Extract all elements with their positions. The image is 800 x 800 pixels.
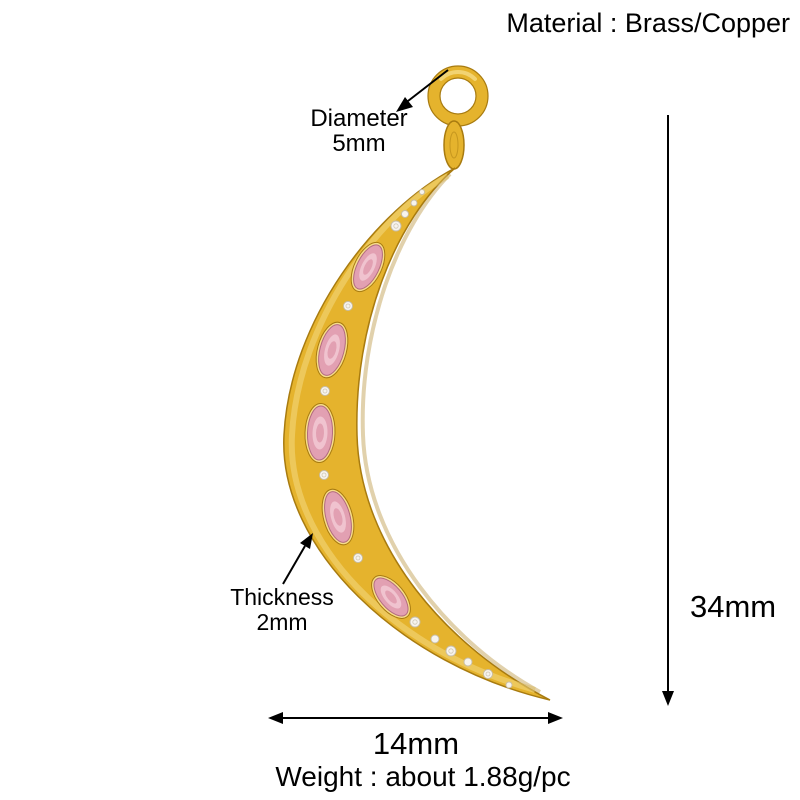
crystal-accents: [319, 189, 513, 689]
pink-gem: [321, 488, 355, 546]
thickness-label: Thickness: [230, 584, 334, 610]
diameter-annotation: Diameter 5mm: [298, 105, 420, 158]
width-value: 14mm: [372, 726, 460, 761]
pink-gem: [304, 403, 336, 463]
width-dimension-arrow: [268, 712, 563, 724]
weight-label: Weight : about 1.88g/pc: [275, 761, 571, 792]
pink-gem: [371, 575, 411, 619]
height-dimension-arrow: [662, 115, 674, 706]
diameter-pointer-arrow: [396, 69, 449, 112]
pink-gemstones: [304, 241, 411, 619]
diameter-label: Diameter: [310, 105, 408, 132]
pink-gem: [350, 241, 386, 293]
jump-ring: [427, 65, 489, 127]
pink-gem: [315, 321, 349, 379]
material-label: Material : Brass/Copper: [506, 8, 790, 38]
thickness-pointer-arrow: [282, 533, 313, 585]
height-value: 34mm: [690, 589, 777, 624]
diameter-value: 5mm: [332, 130, 386, 158]
bail-loop: [443, 120, 465, 170]
crescent-moon-body: [283, 167, 551, 701]
thickness-annotation: Thickness 2mm: [224, 585, 340, 635]
thickness-value: 2mm: [256, 608, 308, 635]
